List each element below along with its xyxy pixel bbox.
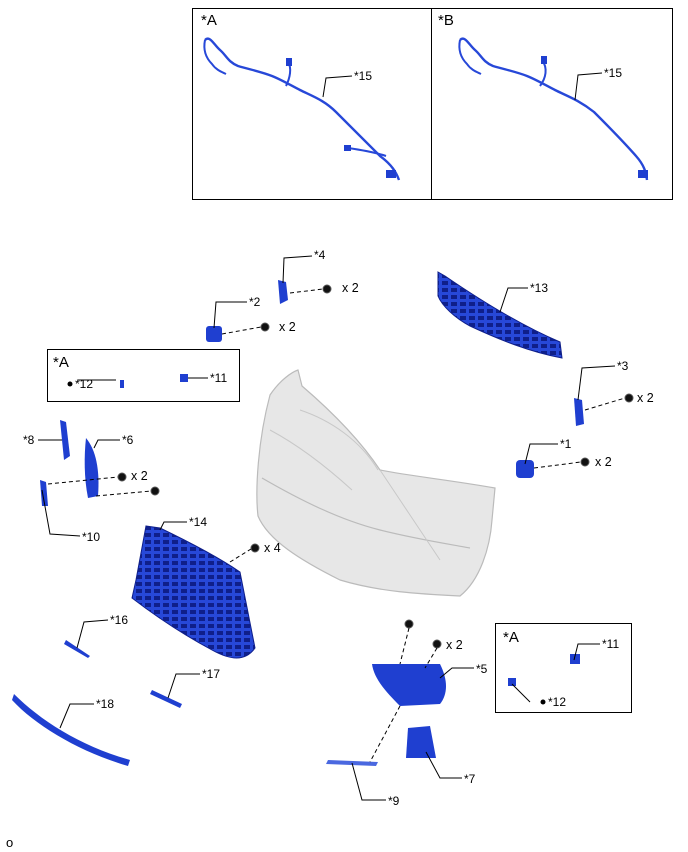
upper-grille: [437, 271, 563, 359]
callout-14: *14: [189, 515, 208, 529]
callout-17: *17: [202, 667, 221, 681]
inset-frame-top: [192, 8, 673, 200]
callout-8: *8: [23, 433, 35, 447]
callout-18: *18: [96, 697, 115, 711]
sensor-1: [516, 460, 534, 478]
inset-label-mid-left: *A: [53, 354, 69, 371]
lower-grille: [131, 525, 256, 659]
quantity-2: x 2: [279, 320, 296, 334]
bracket-4: [278, 280, 288, 304]
callout-13: *13: [530, 281, 549, 295]
quantity-4: x 2: [342, 281, 359, 295]
callout-3: *3: [617, 359, 629, 373]
quantity-14: x 4: [264, 541, 281, 555]
quantity-1: x 2: [595, 455, 612, 469]
bracket-3: [574, 398, 584, 426]
bumper-cover: [256, 369, 496, 597]
inset-label-bottom-right: *A: [503, 629, 519, 646]
inset-frame-bottom-right: [495, 623, 632, 713]
wire-harness-a: [204, 37, 401, 181]
sensor-2: [206, 326, 222, 342]
callout-15-a: *15: [354, 69, 373, 83]
callout-12-mid: *12: [75, 377, 94, 391]
callout-2: *2: [249, 295, 261, 309]
trim-10: [40, 480, 48, 506]
callout-6: *6: [122, 433, 134, 447]
callout-11-mid: *11: [210, 371, 228, 385]
bezel-5: [372, 664, 446, 706]
molding-17: [150, 690, 182, 708]
wire-harness-b: [459, 37, 649, 181]
callout-11-br: *11: [602, 637, 620, 651]
callout-15-b: *15: [604, 66, 623, 80]
molding-16: [64, 640, 90, 658]
figure-code: o: [6, 835, 14, 850]
callout-9: *9: [388, 794, 400, 808]
callout-10: *10: [82, 530, 101, 544]
callout-1: *1: [560, 437, 572, 451]
quantity-3: x 2: [637, 391, 654, 405]
callout-4: *4: [314, 248, 326, 262]
inset-divider: [431, 8, 432, 200]
trim-8: [60, 420, 70, 460]
quantity-5: x 2: [446, 638, 463, 652]
inset-label-top-right: *B: [438, 12, 454, 29]
callout-12-br: *12: [548, 695, 567, 709]
bracket-6: [84, 438, 99, 498]
inset-label-top-left: *A: [201, 12, 217, 29]
callout-5: *5: [476, 662, 488, 676]
callout-7: *7: [464, 772, 476, 786]
callout-16: *16: [110, 613, 129, 627]
inset-frame-mid-left: [47, 349, 240, 402]
cover-7: [406, 726, 436, 758]
molding-18: [12, 694, 130, 766]
quantity-6: x 2: [131, 469, 148, 483]
